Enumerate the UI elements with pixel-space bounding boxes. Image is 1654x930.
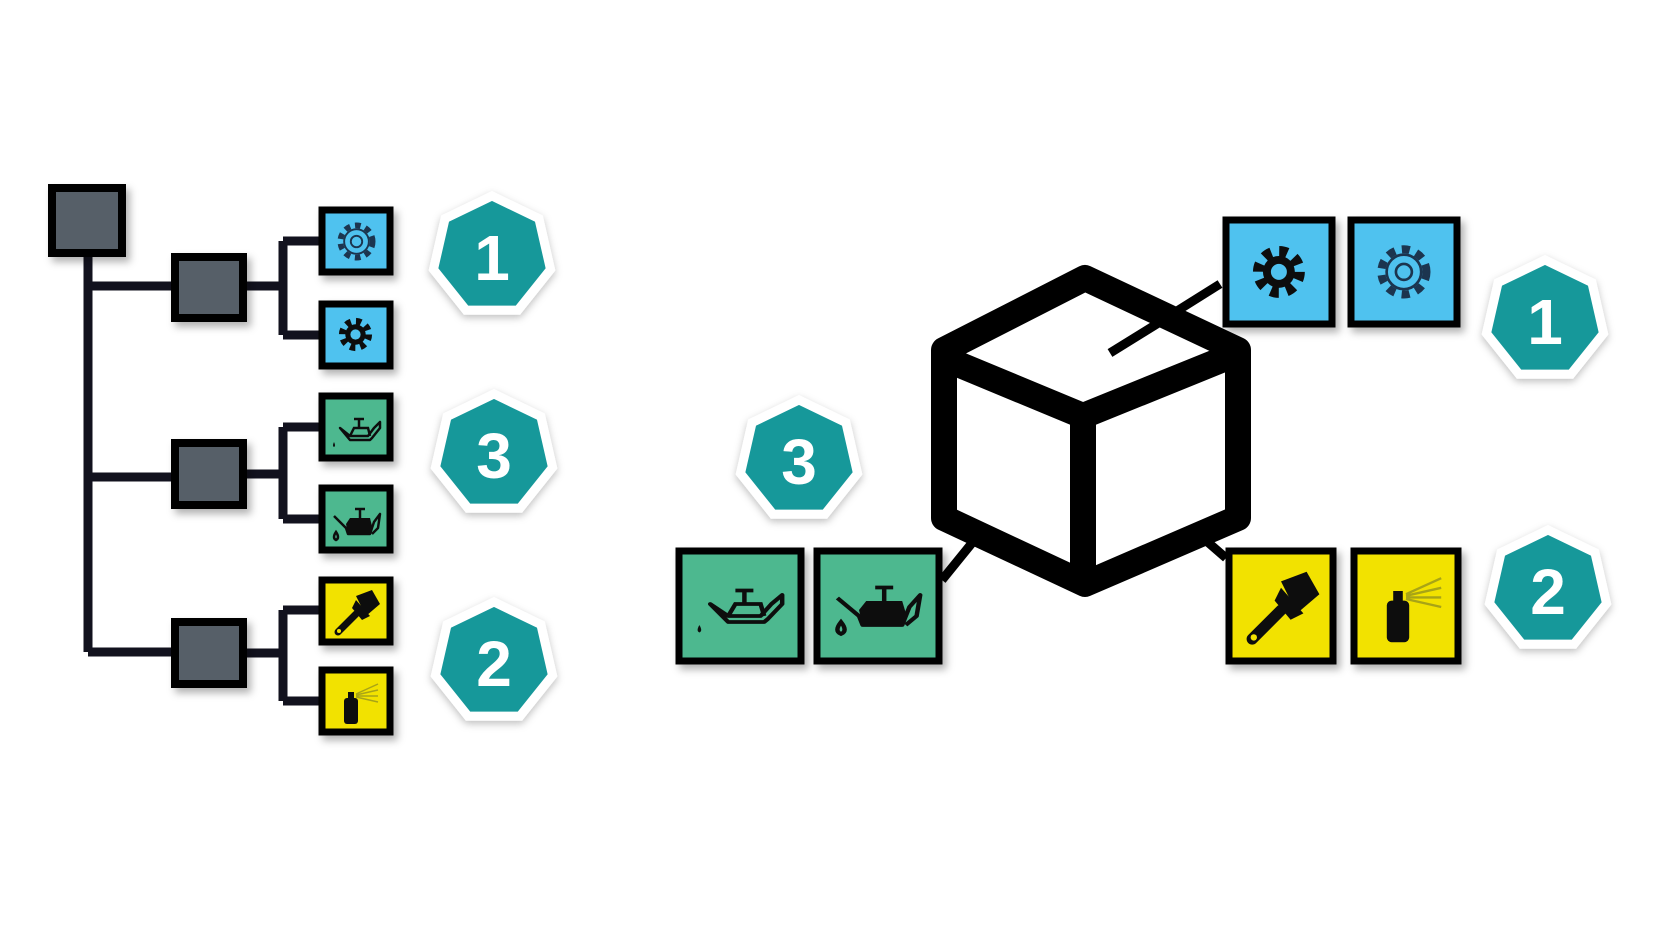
cube-tile-oil-can-filled[interactable]	[813, 547, 943, 665]
tree-connectors	[83, 236, 322, 706]
tree-leaf-gear-outline[interactable]	[318, 206, 394, 276]
cube-tile-spray-can[interactable]	[1350, 547, 1462, 665]
tree-leaf-spray-can[interactable]	[318, 666, 394, 736]
badge-number: 1	[474, 222, 510, 294]
badge-number: 2	[476, 628, 512, 700]
badge-number: 1	[1527, 286, 1563, 358]
badge-number: 3	[476, 420, 512, 492]
cube-diagram: 1 3 2	[675, 216, 1612, 665]
cube-icon[interactable]	[931, 265, 1251, 597]
cube-tile-gear-outline[interactable]	[1347, 216, 1461, 328]
group-node-1[interactable]	[171, 253, 247, 322]
cube-tile-oil-can-outline[interactable]	[675, 547, 805, 665]
tree-badge-3: 3	[430, 389, 558, 513]
tree-badge-1: 1	[428, 191, 556, 315]
tree-badge-2: 2	[430, 597, 558, 721]
cube-badge-1: 1	[1481, 255, 1609, 379]
hierarchy-tree: 1 3 2	[48, 184, 558, 736]
group-node-2[interactable]	[171, 618, 247, 688]
tree-leaf-oil-can-filled[interactable]	[318, 484, 394, 554]
cube-tile-paint-brush[interactable]	[1225, 547, 1337, 665]
tree-leaf-gear-solid[interactable]	[318, 300, 394, 370]
root-node[interactable]	[48, 184, 126, 257]
cube-badge-3: 3	[735, 395, 863, 519]
group-node-3[interactable]	[171, 439, 247, 509]
badge-number: 3	[781, 426, 817, 498]
tree-leaf-paint-brush[interactable]	[318, 576, 394, 646]
badge-number: 2	[1530, 556, 1566, 628]
connector-line-top	[1107, 318, 1163, 357]
cube-badge-2: 2	[1484, 525, 1612, 649]
cube-tile-gear-solid[interactable]	[1222, 216, 1336, 328]
tree-leaf-oil-can-outline[interactable]	[318, 392, 394, 462]
